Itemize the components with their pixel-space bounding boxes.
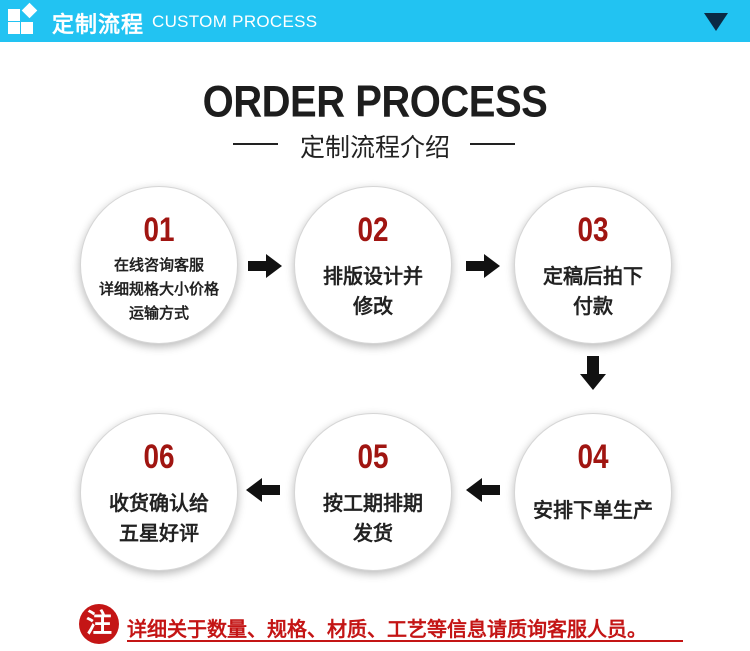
page-subtitle: 定制流程介绍 (299, 133, 450, 162)
title-divider-left (233, 143, 278, 145)
step-circle-04: 04 安排下单生产 (514, 413, 672, 571)
triangle-down-icon[interactable] (704, 13, 728, 31)
step-line: 排版设计并 (323, 264, 423, 288)
step-number: 04 (577, 438, 609, 476)
step-description: 排版设计并 修改 (303, 261, 443, 321)
header-title-cn: 定制流程 (52, 13, 145, 38)
step-line: 定稿后拍下 (543, 264, 643, 288)
step-line: 发货 (353, 521, 393, 545)
header-bar: 定制流程 CUSTOM PROCESS (0, 0, 750, 42)
arrow-right-icon (466, 254, 500, 278)
step-description: 按工期排期 发货 (303, 488, 443, 548)
arrow-left-icon (246, 478, 280, 502)
step-line: 修改 (353, 294, 393, 318)
step-line: 安排下单生产 (533, 498, 653, 522)
note-text: 详细关于数量、规格、材质、工艺等信息请质询客服人员。 (127, 617, 647, 641)
step-circle-01: 01 在线咨询客服 详细规格大小价格 运输方式 (80, 186, 238, 344)
step-number: 03 (577, 211, 609, 249)
header-title-en: CUSTOM PROCESS (152, 12, 318, 31)
blocks-logo-icon (8, 2, 38, 35)
step-number: 01 (143, 211, 175, 249)
step-number: 06 (143, 438, 175, 476)
step-number: 02 (357, 211, 389, 249)
step-circle-02: 02 排版设计并 修改 (294, 186, 452, 344)
step-circle-06: 06 收货确认给 五星好评 (80, 413, 238, 571)
step-number: 05 (357, 438, 389, 476)
step-circle-03: 03 定稿后拍下 付款 (514, 186, 672, 344)
step-description: 定稿后拍下 付款 (523, 261, 663, 321)
step-line: 付款 (573, 294, 613, 318)
step-line: 运输方式 (128, 304, 189, 322)
arrow-down-icon (580, 356, 606, 390)
step-description: 安排下单生产 (523, 495, 663, 525)
step-circle-05: 05 按工期排期 发货 (294, 413, 452, 571)
step-line: 在线咨询客服 (113, 256, 204, 274)
step-description: 在线咨询客服 详细规格大小价格 运输方式 (89, 253, 229, 325)
arrow-right-icon (248, 254, 282, 278)
step-line: 收货确认给 (109, 491, 209, 515)
step-line: 详细规格大小价格 (98, 280, 219, 298)
note-underline (127, 640, 683, 642)
note-badge: 注 (79, 604, 119, 644)
step-line: 五星好评 (119, 521, 199, 545)
page-title: ORDER PROCESS (202, 77, 548, 127)
step-line: 按工期排期 (323, 491, 423, 515)
arrow-left-icon (466, 478, 500, 502)
title-divider-right (470, 143, 515, 145)
step-description: 收货确认给 五星好评 (89, 488, 229, 548)
